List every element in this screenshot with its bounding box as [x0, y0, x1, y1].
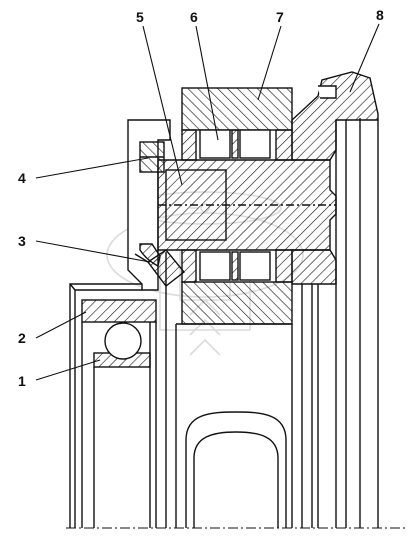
leader-6 [195, 25, 219, 141]
callout-7: 7 [276, 9, 284, 25]
callout-8: 8 [376, 7, 384, 23]
axle-shaft [157, 159, 337, 251]
leader-3 [35, 240, 151, 263]
roller-6b [239, 129, 271, 159]
leader-8 [349, 23, 380, 93]
callout-4: 4 [18, 170, 26, 186]
roller-6a [199, 129, 231, 159]
bearing-outer-ring [81, 299, 157, 323]
leader-lines [35, 23, 380, 381]
left-housing [69, 283, 142, 528]
callout-5: 5 [136, 9, 144, 25]
roller-bearing-lower [181, 249, 293, 325]
leader-7 [257, 25, 282, 101]
tyre-section [165, 252, 293, 528]
callout-1: 1 [18, 373, 26, 389]
wheel-rim [301, 118, 379, 528]
leader-5 [142, 25, 183, 186]
roller-bearing-upper [181, 87, 293, 161]
callout-3: 3 [18, 233, 26, 249]
outer-race-7 [181, 87, 293, 131]
leader-4 [35, 157, 149, 179]
callout-2: 2 [18, 330, 26, 346]
bracket-plate [127, 119, 171, 291]
leader-2 [35, 311, 87, 339]
bearing-ball [104, 322, 142, 360]
wheel-hub-8 [291, 71, 379, 285]
leader-1 [35, 359, 101, 381]
callout-6: 6 [190, 9, 198, 25]
ball-bearing [81, 299, 157, 528]
